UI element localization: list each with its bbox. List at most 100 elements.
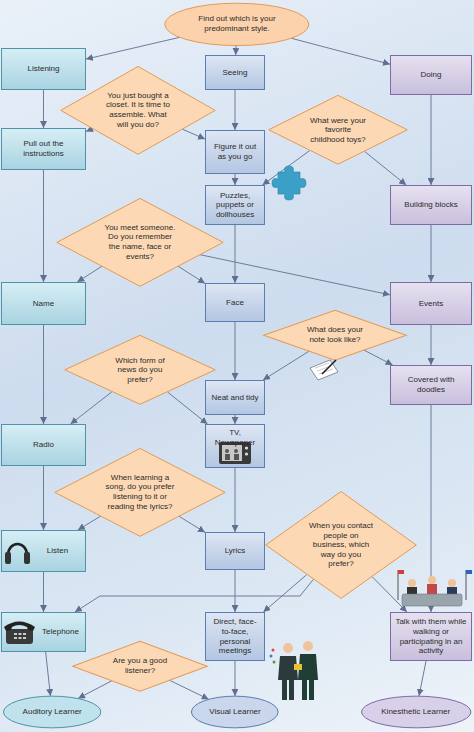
flow-connector bbox=[235, 45, 236, 55]
puzzle-icon bbox=[272, 166, 306, 200]
answer-box: Name bbox=[1, 282, 86, 325]
flow-connector bbox=[169, 680, 208, 699]
ellipse-shape bbox=[361, 696, 470, 728]
flow-connector bbox=[431, 95, 432, 185]
node-text: Face bbox=[210, 298, 260, 308]
flow-connector bbox=[43, 170, 44, 282]
node-text: Figure it out as you go bbox=[210, 142, 260, 161]
node-text: Telephone bbox=[40, 627, 81, 637]
answer-box: Direct, face-to-face, personal meetings bbox=[205, 612, 265, 661]
node-text: Lyrics bbox=[210, 546, 260, 556]
flow-connector bbox=[234, 661, 235, 696]
node-text: Building blocks bbox=[395, 200, 467, 210]
question-diamond: What does your note look like? bbox=[263, 310, 407, 360]
node-text: Covered with doodles bbox=[395, 375, 467, 394]
answer-box: Talk with them while walking or particip… bbox=[390, 612, 472, 661]
node-text: Kinesthetic Learner bbox=[381, 707, 451, 717]
flow-connector bbox=[235, 570, 236, 612]
flow-connector bbox=[86, 37, 180, 59]
answer-box: Listen bbox=[1, 530, 86, 572]
flow-connector bbox=[179, 516, 205, 532]
answer-box: Figure it out as you go bbox=[205, 130, 265, 174]
diamond-shape bbox=[57, 198, 223, 286]
answer-box: Covered with doodles bbox=[390, 365, 472, 405]
answer-box: Lyrics bbox=[205, 532, 265, 570]
node-text: Radio bbox=[6, 440, 81, 450]
node-text: Visual Learner bbox=[208, 707, 261, 717]
flow-connector bbox=[77, 266, 102, 282]
telephone-icon bbox=[4, 622, 35, 645]
diamond-shape bbox=[65, 336, 215, 405]
question-diamond: When learning a song, do you prefer list… bbox=[54, 448, 226, 537]
note-icon bbox=[310, 360, 338, 380]
flow-connector bbox=[365, 152, 407, 185]
answer-box: Telephone bbox=[1, 612, 86, 652]
flow-connector bbox=[43, 325, 44, 424]
tv-icon bbox=[219, 442, 251, 464]
answer-box: Puzzles, puppets or dollhouses bbox=[205, 185, 265, 225]
node-text: Pull out the instructions bbox=[6, 139, 81, 158]
answer-box: Radio bbox=[1, 424, 86, 466]
diamond-shape bbox=[269, 96, 408, 165]
flow-connector bbox=[235, 468, 236, 532]
question-diamond: Are you a good listener? bbox=[72, 641, 208, 691]
node-text: Puzzles, puppets or dollhouses bbox=[210, 191, 260, 220]
question-diamond: You meet someone. Do you remember the na… bbox=[56, 198, 224, 287]
result-ellipse: Auditory Learner bbox=[3, 696, 101, 728]
flow-connector bbox=[419, 661, 426, 696]
flow-connector bbox=[43, 572, 44, 612]
node-text: Seeing bbox=[210, 68, 260, 78]
result-ellipse: Kinesthetic Learner bbox=[361, 696, 472, 728]
diamond-shape bbox=[55, 448, 225, 536]
node-text: Direct, face-to-face, personal meetings bbox=[210, 617, 260, 655]
node-text: When you contact people on business, whi… bbox=[307, 521, 375, 569]
answer-box: Listening bbox=[1, 48, 86, 90]
result-ellipse: Visual Learner bbox=[191, 696, 279, 728]
node-text: Listening bbox=[6, 64, 81, 74]
flow-connector bbox=[86, 129, 93, 132]
node-text: Events bbox=[395, 299, 467, 309]
flow-connector bbox=[291, 38, 390, 64]
flow-connector bbox=[78, 681, 112, 699]
flow-connector bbox=[168, 392, 208, 424]
flow-connector bbox=[235, 225, 236, 283]
flow-connector bbox=[431, 225, 432, 282]
node-text: You meet someone. Do you remember the na… bbox=[102, 223, 178, 261]
node-text: When learning a song, do you prefer list… bbox=[101, 473, 179, 511]
question-diamond: What were your favorite childhood toys? bbox=[268, 95, 408, 165]
answer-box: Doing bbox=[390, 55, 472, 95]
flow-connector bbox=[364, 350, 393, 365]
flow-connector bbox=[263, 351, 309, 380]
answer-box: Building blocks bbox=[390, 185, 472, 225]
flow-connector bbox=[262, 151, 309, 185]
flow-connector bbox=[178, 266, 205, 283]
meeting-illustration bbox=[398, 570, 472, 606]
businessmen-illustration bbox=[270, 641, 319, 700]
diamond-shape bbox=[73, 641, 208, 691]
ellipse-shape bbox=[192, 696, 279, 728]
flow-connector bbox=[43, 90, 44, 128]
node-text: Are you a good listener? bbox=[110, 656, 170, 675]
node-text: TV, Newspaper bbox=[210, 428, 260, 447]
answer-box: TV, Newspaper bbox=[205, 424, 265, 468]
node-text: Which form of news do you prefer? bbox=[106, 356, 174, 385]
flow-connector bbox=[71, 392, 112, 424]
node-text: Doing bbox=[395, 70, 467, 80]
flow-connector bbox=[263, 575, 306, 612]
node-text: Name bbox=[6, 299, 81, 309]
flow-connector bbox=[75, 579, 313, 612]
flow-connector bbox=[46, 652, 51, 696]
answer-box: Seeing bbox=[205, 55, 265, 90]
ellipse-shape bbox=[3, 696, 100, 728]
answer-box: Pull out the instructions bbox=[1, 128, 86, 170]
answer-box: Events bbox=[390, 282, 472, 325]
headphones-icon bbox=[5, 544, 30, 564]
flow-connector bbox=[235, 415, 236, 424]
node-text: Talk with them while walking or particip… bbox=[395, 617, 467, 655]
flow-connector bbox=[431, 405, 432, 612]
node-text: You just bought a closet. It is time to … bbox=[103, 91, 173, 129]
diamond-shape bbox=[266, 492, 416, 599]
question-diamond: When you contact people on business, whi… bbox=[265, 491, 417, 599]
answer-box: Face bbox=[205, 283, 265, 322]
